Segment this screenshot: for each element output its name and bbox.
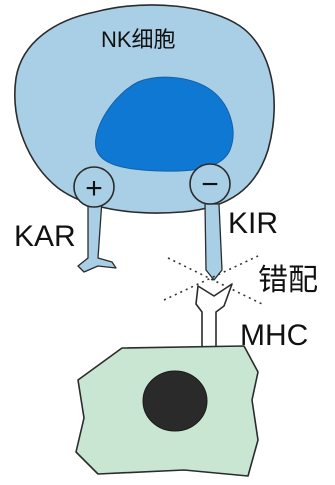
kir-receptor-stalk bbox=[205, 204, 222, 280]
kar-receptor-stalk bbox=[78, 200, 116, 272]
kar-label: KAR bbox=[14, 220, 76, 253]
mismatch-label: 错配 bbox=[258, 264, 318, 297]
minus-sign-icon: − bbox=[201, 168, 219, 201]
mhc-molecule bbox=[196, 284, 232, 352]
target-cell-nucleus bbox=[143, 371, 207, 431]
mhc-label: MHC bbox=[240, 319, 308, 352]
kir-label: KIR bbox=[228, 207, 278, 240]
plus-sign-icon: + bbox=[85, 172, 103, 205]
nk-cell-label: NK细胞 bbox=[101, 27, 176, 52]
